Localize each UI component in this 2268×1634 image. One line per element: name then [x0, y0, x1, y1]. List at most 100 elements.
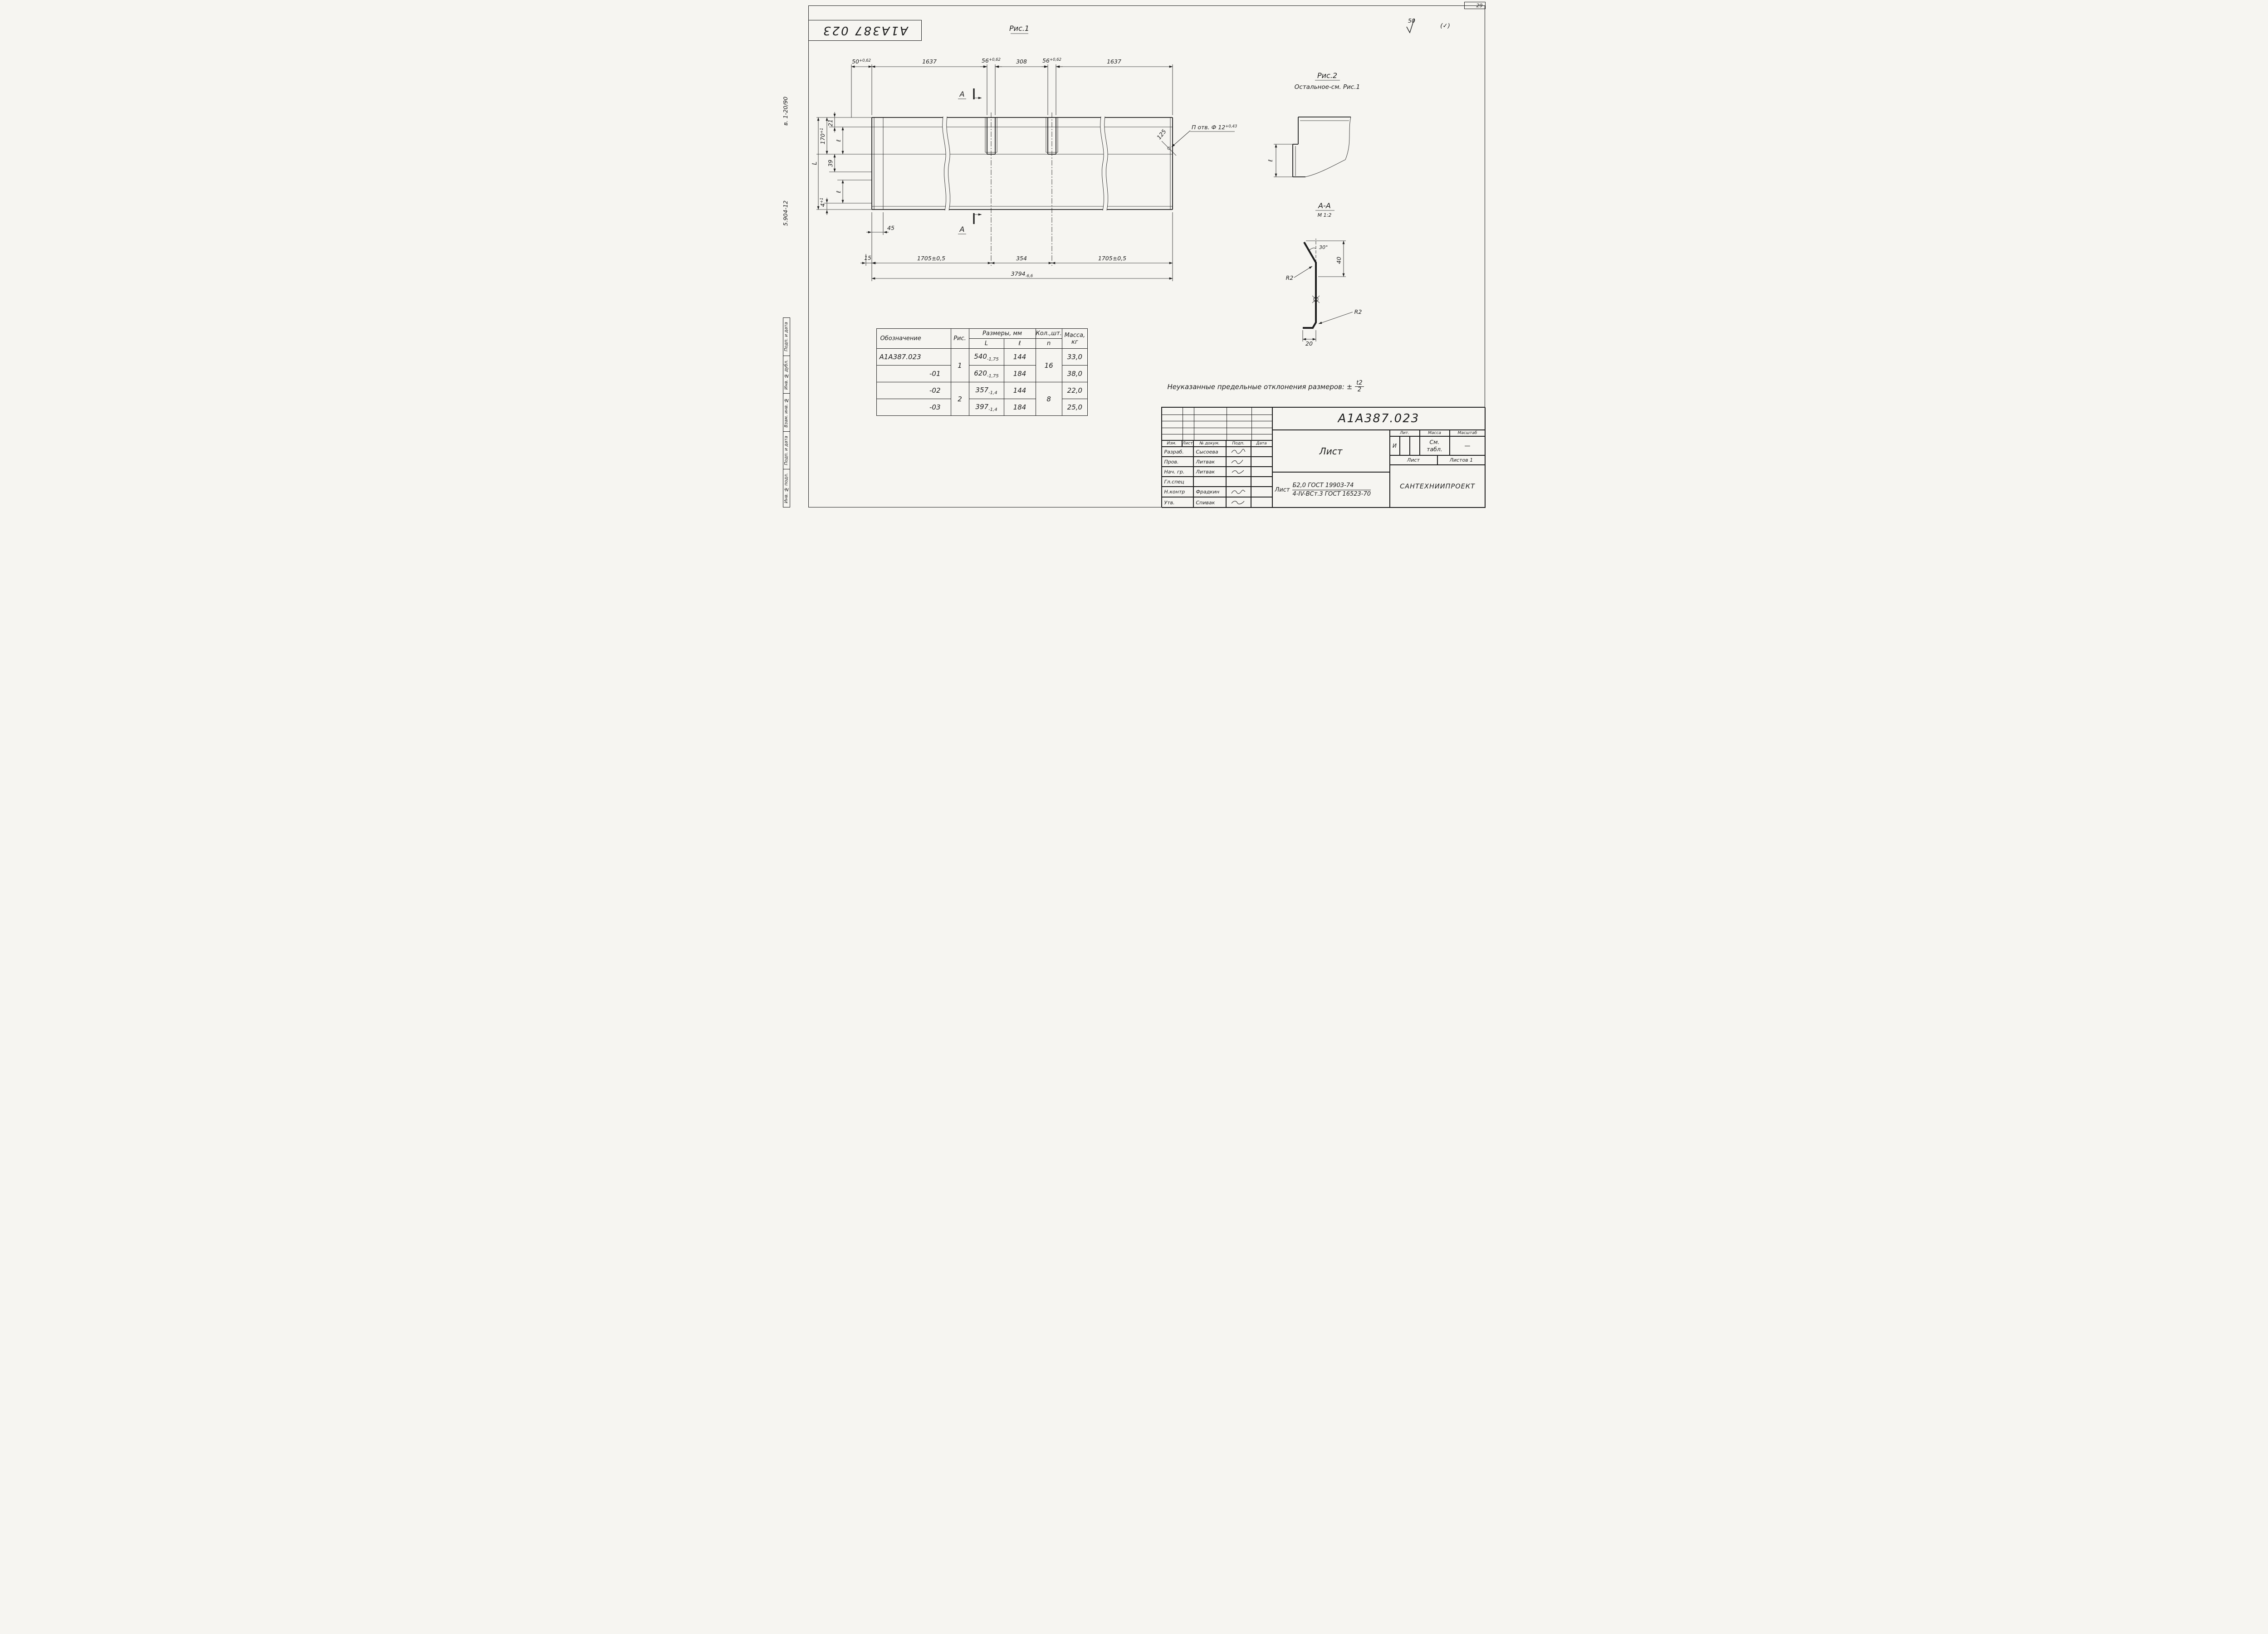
- fig1-dimension-lines: [816, 33, 1235, 281]
- table-row: -01 620-1,75 184 38,0: [876, 365, 1088, 382]
- section-aa-geometry: [1294, 210, 1353, 341]
- lit-cell-2: [1399, 436, 1410, 455]
- qty-cell: 8: [1035, 382, 1062, 416]
- drawing-canvas: Рис.1 50+0,62 1637 56+0,62 308 56+0,62 1…: [811, 17, 1450, 347]
- date-glspec: [1251, 477, 1272, 487]
- dim-1637-right: 1637: [1107, 58, 1121, 65]
- dim-40: 40: [1335, 257, 1342, 264]
- name-glspec: [1193, 477, 1226, 487]
- radius-left: R2: [1286, 274, 1293, 281]
- role-glspec: Гл.спец: [1161, 477, 1193, 487]
- name-utv: Спивак: [1193, 497, 1226, 508]
- signature-nachgr: [1226, 467, 1251, 477]
- L-cell: 540-1,75: [968, 348, 1004, 366]
- name-nkontr: Фрадкин: [1193, 487, 1226, 497]
- col-mass: Масса,кг: [1061, 328, 1088, 349]
- sheet-frame: [808, 5, 1485, 507]
- col-sizes: Размеры, мм: [968, 328, 1036, 339]
- dim-125: 125: [1155, 128, 1168, 141]
- doc-number: А1А387.023: [1272, 407, 1486, 430]
- fig1-title: Рис.1: [1009, 24, 1029, 33]
- lit-label: Лит.: [1389, 430, 1420, 436]
- fig-cell: 2: [950, 382, 969, 416]
- dim-1637-left: 1637: [922, 58, 937, 65]
- material-fraction: Б2,0 ГОСТ 19903-74 4-IV-ВСт.3 ГОСТ 16523…: [1292, 482, 1371, 498]
- fig2-title: Рис.2: [1317, 71, 1337, 80]
- hole-note: П отв. Ф 12+0,43: [1192, 124, 1237, 131]
- signature-prov: [1226, 457, 1251, 467]
- qty-cell: 16: [1035, 348, 1062, 382]
- margin-box: Инв. № дубл.: [783, 356, 790, 394]
- col-qty: Кол.,шт.: [1035, 328, 1062, 339]
- dim-4: 4+1: [819, 198, 826, 207]
- role-prov: Пров.: [1161, 457, 1193, 467]
- margin-box: Взам. инв. №: [783, 394, 790, 432]
- dim-3794: 3794-6,6: [1011, 270, 1033, 278]
- role-utv: Утв.: [1161, 497, 1193, 508]
- dim-308: 308: [1016, 58, 1027, 65]
- material-cell: Лист Б2,0 ГОСТ 19903-74 4-IV-ВСт.3 ГОСТ …: [1272, 472, 1390, 508]
- mass-value: См. табл.: [1419, 436, 1450, 455]
- col-L: L: [968, 338, 1004, 349]
- L-cell: 357-1,4: [968, 382, 1004, 399]
- dim-354: 354: [1016, 255, 1027, 262]
- el-cell: 144: [1003, 348, 1036, 366]
- el-cell: 184: [1003, 365, 1036, 382]
- col-podp: Подп.: [1226, 440, 1251, 447]
- name-razrab: Сысоева: [1193, 447, 1226, 457]
- col-data: Дата: [1251, 440, 1272, 447]
- col-n: n: [1035, 338, 1062, 349]
- dim-l-upper: ℓ: [835, 139, 842, 142]
- dim-45: 45: [887, 224, 894, 231]
- dim-1705-right: 1705±0,5: [1098, 255, 1126, 262]
- designation-cell: -03: [876, 399, 951, 416]
- organization: САНТЕХНИИПРОЕКТ: [1389, 465, 1486, 508]
- margin-box: Подп. и дата: [783, 318, 790, 356]
- section-label-top: А: [959, 90, 964, 98]
- fig2-dim-l: ℓ: [1267, 159, 1274, 162]
- mass-cell: 25,0: [1061, 399, 1088, 416]
- dim-56-right: 56+0,62: [1042, 57, 1061, 64]
- fig2-subtitle: Остальное-см. Рис.1: [1294, 83, 1359, 91]
- radius-right: R2: [1354, 308, 1362, 315]
- signature-glspec: [1226, 477, 1251, 487]
- role-nkontr: Н.контр: [1161, 487, 1193, 497]
- fig1-geometry: [871, 116, 1176, 211]
- table-row: -02 2 357-1,4 144 8 22,0: [876, 382, 1088, 416]
- roughness-value: 50: [1408, 17, 1415, 24]
- margin-box: Подп. и дата: [783, 432, 790, 470]
- L-cell: 620-1,75: [968, 365, 1004, 382]
- date-prov: [1251, 457, 1272, 467]
- dim-56-left: 56+0,62: [982, 57, 1001, 64]
- signature-utv: [1226, 497, 1251, 508]
- col-fig: Рис.: [950, 328, 969, 349]
- section-label-bottom: А: [959, 225, 964, 234]
- col-ndokum: № докум.: [1193, 440, 1226, 447]
- dim-L: L: [811, 161, 818, 165]
- top-rotated-stamp: А1А387 023: [808, 20, 922, 41]
- role-nachgr: Нач. гр.: [1161, 467, 1193, 477]
- dim-l-lower: ℓ: [835, 190, 842, 193]
- el-cell: 184: [1003, 399, 1036, 416]
- name-prov: Литвак: [1193, 457, 1226, 467]
- designation-cell: -01: [876, 365, 951, 382]
- signature-nkontr: [1226, 487, 1251, 497]
- tolerance-note: Неуказанные предельные отклонения размер…: [1168, 380, 1364, 394]
- margin-strip: Подп. и дата Инв. № дубл. Взам. инв. № П…: [782, 317, 790, 507]
- table-row: А1А387.023 1 540-1,75 144 16 33,0: [876, 348, 1088, 382]
- sheet-label: Лист: [1389, 455, 1437, 465]
- section-aa-scale: М 1:2: [1317, 212, 1331, 218]
- designation-cell: А1А387.023: [876, 348, 951, 366]
- mass-cell: 38,0: [1061, 365, 1088, 382]
- col-designation: Обозначение: [876, 328, 951, 349]
- name-nachgr: Литвак: [1193, 467, 1226, 477]
- scale-value: —: [1449, 436, 1486, 455]
- lit-value: И: [1389, 436, 1400, 455]
- date-utv: [1251, 497, 1272, 508]
- signature-razrab: [1226, 447, 1251, 457]
- dim-21: 21: [827, 119, 834, 127]
- doc-title: Лист: [1272, 430, 1390, 472]
- designation-cell: -02: [876, 382, 951, 399]
- table-row: -03 397-1,4 184 25,0: [876, 399, 1088, 416]
- dim-20: 20: [1305, 340, 1313, 347]
